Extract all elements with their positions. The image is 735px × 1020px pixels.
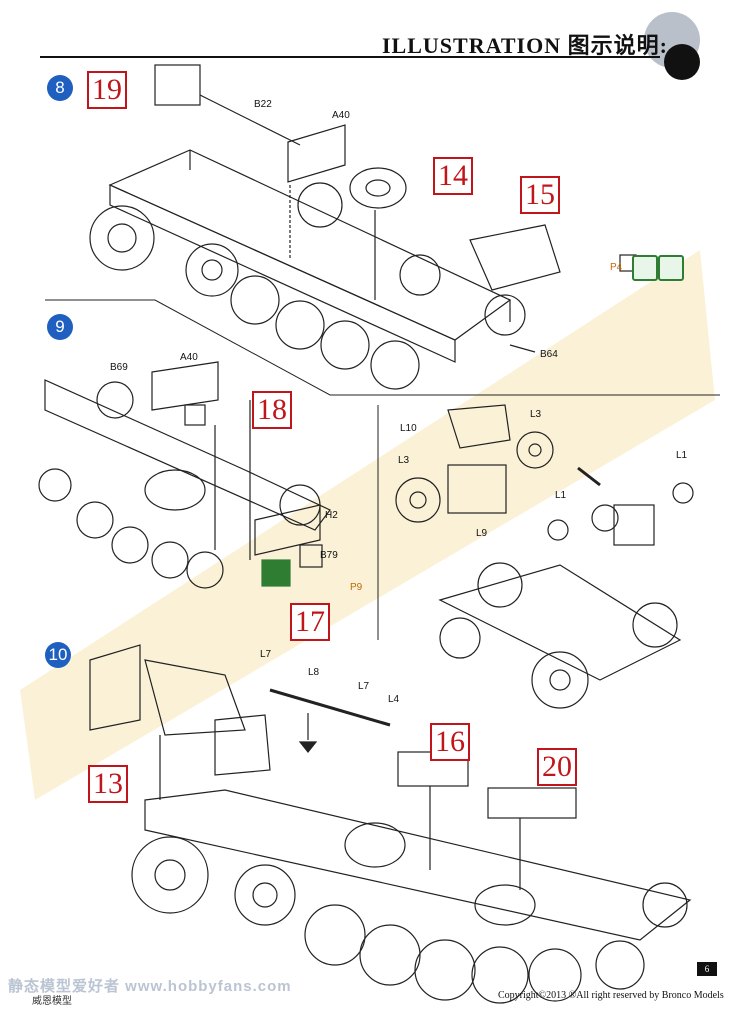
page-number: 6 [697, 962, 717, 976]
part-label-l1: L1 [555, 490, 567, 501]
part-label-l3: L3 [530, 409, 542, 420]
part-label-l7: L7 [358, 681, 370, 692]
site-watermark: 静态模型爱好者 www.hobbyfans.com [8, 978, 292, 995]
callout-15: 15 [520, 176, 560, 214]
page-title: ILLUSTRATION 图示说明: [382, 33, 668, 58]
callout-14: 14 [433, 157, 473, 195]
step-9-badge: 9 [47, 314, 73, 340]
step-10-badge: 10 [45, 642, 71, 668]
part-label-l9: L9 [476, 528, 488, 539]
glue-down-icon [632, 255, 658, 281]
header-rule [40, 56, 660, 58]
part-label-l10: L10 [400, 423, 417, 434]
step-8-badge: 8 [47, 75, 73, 101]
callout-17: 17 [290, 603, 330, 641]
part-label-l4: L4 [388, 694, 400, 705]
part-label-l1: L1 [676, 450, 688, 461]
part-label-a40: A40 [180, 352, 198, 363]
part-label-p4: P4 [610, 262, 623, 273]
callout-13: 13 [88, 765, 128, 803]
part-label-l3: L3 [398, 455, 410, 466]
callout-20: 20 [537, 748, 577, 786]
callout-18: 18 [252, 391, 292, 429]
part-label-p9: P9 [350, 582, 363, 593]
part-label-a40: A40 [332, 110, 350, 121]
copyright-text: Copyright©2013 ®All right reserved by Br… [498, 990, 724, 1001]
part-label-b64: B64 [540, 349, 558, 360]
callout-19: 19 [87, 71, 127, 109]
footer-left-text: 威恩模型 [32, 996, 72, 1007]
part-label-b79: B79 [320, 550, 338, 561]
callout-16: 16 [430, 723, 470, 761]
part-label-l8: L8 [308, 667, 320, 678]
paint-drop-icon [658, 255, 684, 281]
part-label-l7: L7 [260, 649, 272, 660]
part-label-b22: B22 [254, 99, 272, 110]
part-label-h2: H2 [325, 510, 338, 521]
part-label-b69: B69 [110, 362, 128, 373]
